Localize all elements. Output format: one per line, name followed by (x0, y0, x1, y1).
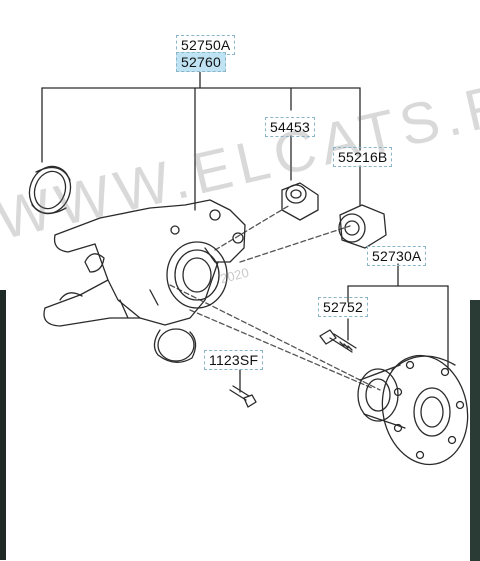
assembly-center-lines (169, 204, 381, 391)
part-label-52752[interactable]: 52752 (318, 297, 368, 317)
right-edge-strip (470, 300, 480, 561)
part-label-52760[interactable]: 52760 (176, 52, 226, 72)
knuckle-leader-lines (41, 67, 361, 211)
bushing-large (338, 204, 387, 249)
left-edge-strip (0, 290, 6, 560)
steering-knuckle (43, 199, 246, 363)
part-label-55216b[interactable]: 55216B (333, 147, 393, 167)
part-label-54453[interactable]: 54453 (265, 117, 315, 137)
seal-ring (28, 165, 72, 215)
bushing-leader-lines (290, 135, 361, 206)
knuckle-bolt (229, 385, 257, 408)
part-label-52730a[interactable]: 52730A (367, 246, 427, 266)
part-label-1123sf[interactable]: 1123SF (204, 350, 264, 370)
bushing-small (281, 182, 319, 221)
hub-bolt (319, 329, 357, 353)
wheel-hub-assembly (357, 354, 469, 466)
hub-leader-lines (347, 263, 449, 371)
